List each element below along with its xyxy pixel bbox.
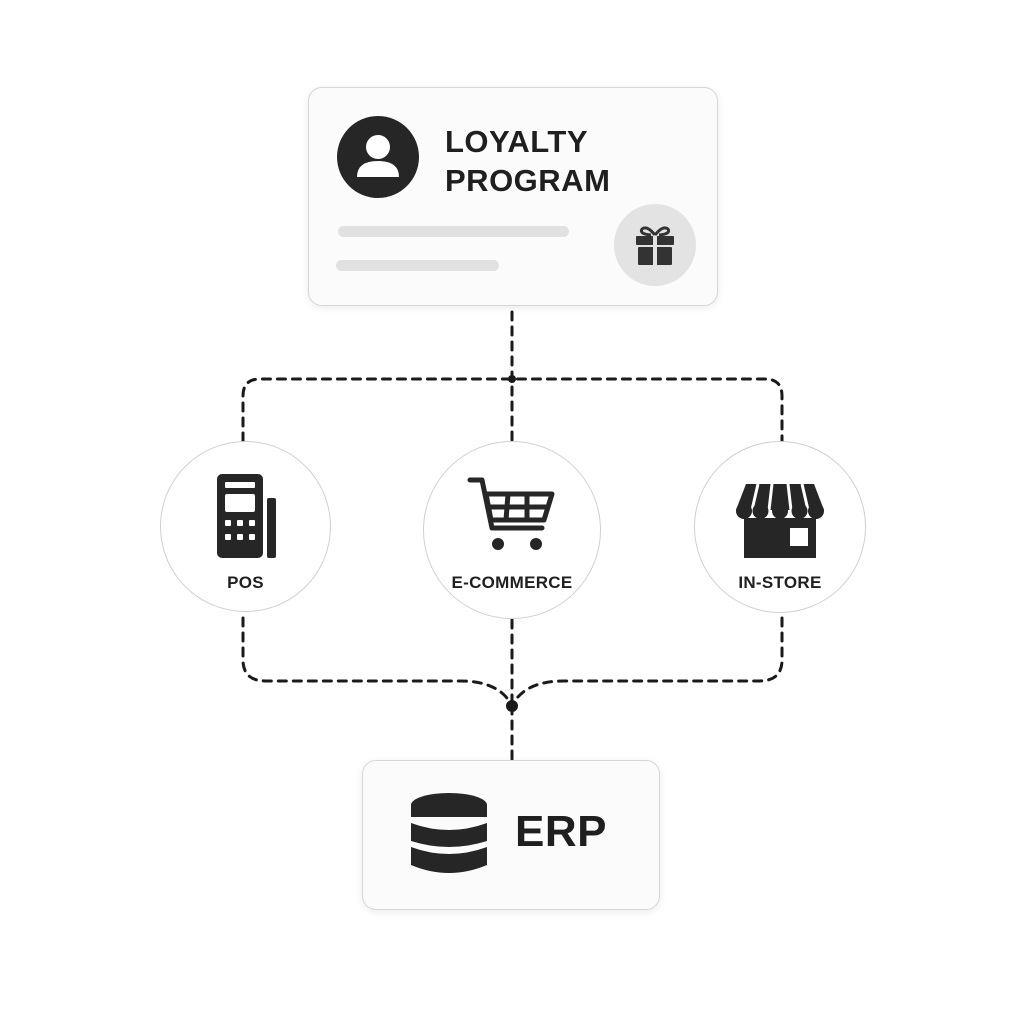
loyalty-program-card: LOYALTY PROGRAM <box>308 87 718 306</box>
pos-terminal-icon <box>216 474 276 558</box>
loyalty-program-title: LOYALTY PROGRAM <box>445 122 675 200</box>
channel-node-pos: POS <box>160 441 331 612</box>
loyalty-title-line2: PROGRAM <box>445 163 611 198</box>
shopping-cart-icon <box>467 477 555 550</box>
connector-instore-to-erp <box>510 616 784 708</box>
placeholder-text-line <box>338 226 569 237</box>
loyalty-title-line1: LOYALTY <box>445 124 589 159</box>
junction-dot-bottom <box>506 700 518 712</box>
channel-node-ecommerce: E-COMMERCE <box>423 441 601 619</box>
placeholder-text-line <box>336 260 499 271</box>
connector-top-branch <box>241 377 784 443</box>
storefront-icon <box>736 483 824 558</box>
database-icon <box>411 793 487 873</box>
connector-pos-to-erp <box>241 616 514 708</box>
channel-label-pos: POS <box>227 573 264 592</box>
gift-icon <box>614 204 696 286</box>
user-avatar-icon <box>337 116 419 198</box>
erp-card: ERP <box>362 760 660 910</box>
channel-label-instore: IN-STORE <box>738 573 822 592</box>
channel-label-ecommerce: E-COMMERCE <box>451 573 573 592</box>
channel-node-instore: IN-STORE <box>694 441 866 613</box>
erp-label: ERP <box>515 807 607 856</box>
junction-dot-top <box>508 375 516 383</box>
